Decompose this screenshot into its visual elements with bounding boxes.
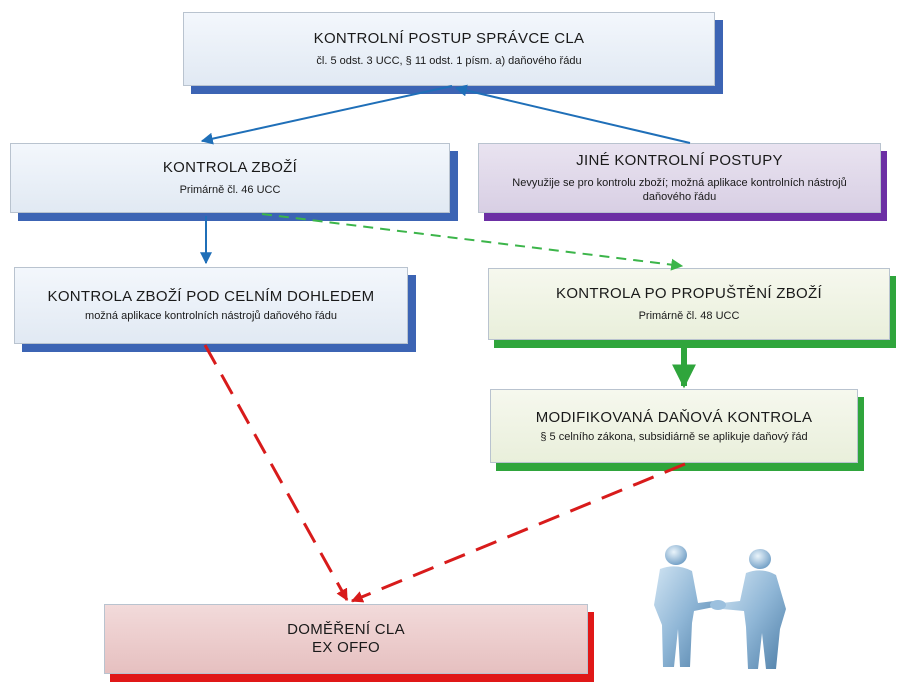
arrow-supervision-to-result xyxy=(203,344,349,602)
box-subtitle: EX OFFO xyxy=(312,639,380,656)
box-title: DOMĚŘENÍ CLA xyxy=(287,621,405,638)
box-post-release-control: KONTROLA PO PROPUŠTĚNÍ ZBOŽÍ Primárně čl… xyxy=(488,268,896,348)
box-body: KONTROLA ZBOŽÍ Primárně čl. 46 UCC xyxy=(10,143,450,213)
box-customs-assessment: DOMĚŘENÍ CLA EX OFFO xyxy=(104,604,594,682)
box-subtitle: Nevyužije se pro kontrolu zboží; možná a… xyxy=(512,177,847,203)
box-title: KONTROLA ZBOŽÍ xyxy=(162,159,298,176)
box-body: DOMĚŘENÍ CLA EX OFFO xyxy=(104,604,588,674)
arrow-modified-to-result xyxy=(350,462,686,603)
box-subtitle: Primárně čl. 48 UCC xyxy=(638,310,740,322)
box-goods-under-supervision: KONTROLA ZBOŽÍ POD CELNÍM DOHLEDEM možná… xyxy=(14,267,416,352)
arrow-top-to-other xyxy=(454,84,691,144)
handshake-people-icon xyxy=(654,545,786,669)
box-control-procedure: KONTROLNÍ POSTUP SPRÁVCE CLA čl. 5 odst.… xyxy=(183,12,723,94)
box-body: MODIFIKOVANÁ DAŇOVÁ KONTROLA § 5 celního… xyxy=(490,389,858,463)
box-title: KONTROLA ZBOŽÍ POD CELNÍM DOHLEDEM xyxy=(47,288,375,305)
arrow-top-to-goods xyxy=(200,85,453,145)
box-other-procedures: JINÉ KONTROLNÍ POSTUPY Nevyužije se pro … xyxy=(478,143,887,221)
box-title: JINÉ KONTROLNÍ POSTUPY xyxy=(576,152,783,169)
box-title: KONTROLA PO PROPUŠTĚNÍ ZBOŽÍ xyxy=(556,285,822,302)
box-subtitle: čl. 5 odst. 3 UCC, § 11 odst. 1 písm. a)… xyxy=(316,55,582,67)
box-body: KONTROLA PO PROPUŠTĚNÍ ZBOŽÍ Primárně čl… xyxy=(488,268,890,340)
box-body: KONTROLA ZBOŽÍ POD CELNÍM DOHLEDEM možná… xyxy=(14,267,408,344)
box-modified-tax-control: MODIFIKOVANÁ DAŇOVÁ KONTROLA § 5 celního… xyxy=(490,389,864,471)
arrow-goods-to-post-release xyxy=(261,213,684,271)
box-title: KONTROLNÍ POSTUP SPRÁVCE CLA xyxy=(313,30,585,47)
box-subtitle: § 5 celního zákona, subsidiárně se aplik… xyxy=(540,430,808,443)
box-title: MODIFIKOVANÁ DAŇOVÁ KONTROLA xyxy=(535,408,813,426)
box-body: KONTROLNÍ POSTUP SPRÁVCE CLA čl. 5 odst.… xyxy=(183,12,715,86)
box-body: JINÉ KONTROLNÍ POSTUPY Nevyužije se pro … xyxy=(478,143,881,213)
box-subtitle: možná aplikace kontrolních nástrojů daňo… xyxy=(85,310,337,322)
box-goods-control: KONTROLA ZBOŽÍ Primárně čl. 46 UCC xyxy=(10,143,458,221)
box-subtitle: Primárně čl. 46 UCC xyxy=(179,184,281,196)
